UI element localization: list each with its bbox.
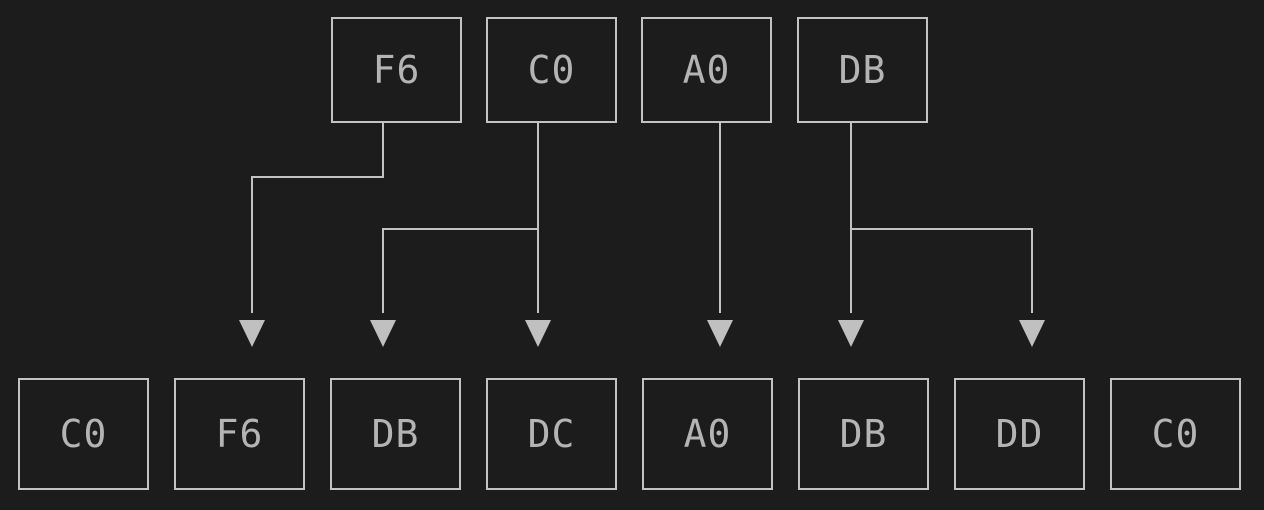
f6-stub-connector [382,122,384,178]
arrow-to-dc-icon [525,320,551,347]
bottom-cell-4[interactable]: A0 [642,378,773,490]
bottom-cell-value: C0 [1151,412,1200,456]
bottom-cell-2[interactable]: DB [330,378,461,490]
bottom-cell-value: DC [527,412,576,456]
bottom-cell-3[interactable]: DC [486,378,617,490]
bottom-cell-value: DB [371,412,420,456]
arrow-to-db2-icon [838,320,864,347]
c0-trunk-connector [537,122,539,313]
bottom-cell-7[interactable]: C0 [1110,378,1241,490]
c0-branch-connector [382,228,539,230]
bottom-cell-value: F6 [215,412,264,456]
bottom-cell-1[interactable]: F6 [174,378,305,490]
bottom-cell-value: DD [995,412,1044,456]
bottom-cell-value: A0 [683,412,732,456]
arrow-to-db-icon [370,320,396,347]
arrow-to-dd-icon [1019,320,1045,347]
top-cell-value: F6 [372,48,421,92]
db-trunk-connector [850,122,852,313]
top-cell-value: A0 [682,48,731,92]
top-cell-0[interactable]: F6 [331,17,462,123]
arrow-to-f6-icon [239,320,265,347]
top-cell-value: C0 [527,48,576,92]
bottom-cell-5[interactable]: DB [798,378,929,490]
top-cell-value: DB [838,48,887,92]
top-cell-3[interactable]: DB [797,17,928,123]
f6-drop-connector [251,176,253,313]
bottom-cell-value: C0 [59,412,108,456]
bottom-cell-0[interactable]: C0 [18,378,149,490]
db-branch-connector [850,228,1033,230]
c0-branch-drop-connector [382,228,384,313]
a0-trunk-connector [719,122,721,313]
arrow-to-a0-icon [707,320,733,347]
bottom-cell-value: DB [839,412,888,456]
top-cell-2[interactable]: A0 [641,17,772,123]
top-cell-1[interactable]: C0 [486,17,617,123]
db-branch-drop-connector [1031,228,1033,313]
bottom-cell-6[interactable]: DD [954,378,1085,490]
f6-elbow-connector [251,176,384,178]
